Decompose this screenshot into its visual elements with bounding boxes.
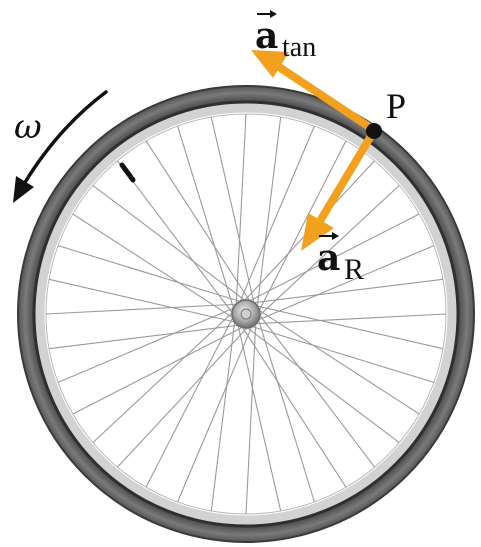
spoke bbox=[246, 324, 435, 383]
spoke bbox=[145, 140, 253, 306]
a-tan-subscript: tan bbox=[282, 32, 316, 63]
spoke bbox=[256, 310, 376, 468]
spoke bbox=[177, 125, 236, 314]
spoke bbox=[253, 245, 435, 323]
a-r-subscript: R bbox=[344, 253, 364, 286]
a-tan-symbol: a bbox=[255, 15, 278, 57]
point-p bbox=[366, 123, 382, 139]
spoke bbox=[235, 113, 247, 310]
a-tan-vector-arrowhead bbox=[270, 10, 277, 18]
spoke bbox=[210, 116, 256, 308]
spoke bbox=[248, 278, 444, 304]
a-tan-label: a tan bbox=[255, 10, 316, 63]
spoke bbox=[256, 116, 282, 312]
spoke bbox=[116, 323, 252, 468]
spoke bbox=[72, 324, 248, 415]
spokes bbox=[45, 113, 447, 515]
spoke bbox=[145, 312, 236, 488]
tire-inner-edge bbox=[32, 100, 460, 528]
spoke bbox=[48, 324, 244, 350]
spoke bbox=[245, 318, 257, 515]
spoke bbox=[254, 307, 420, 415]
spoke bbox=[48, 278, 240, 324]
spoke bbox=[250, 313, 447, 325]
spoke bbox=[116, 160, 236, 318]
rotation-arrow bbox=[22, 90, 108, 186]
spoke bbox=[244, 213, 420, 304]
radial-acceleration-arrowhead bbox=[301, 213, 334, 251]
spoke bbox=[252, 304, 444, 350]
spoke bbox=[242, 324, 400, 444]
spoke bbox=[92, 308, 237, 444]
radial-acceleration-arrow bbox=[316, 127, 378, 225]
spoke bbox=[256, 314, 315, 503]
spoke bbox=[236, 320, 282, 512]
a-r-symbol: a bbox=[317, 237, 340, 279]
a-r-label: a R bbox=[317, 232, 364, 286]
omega-label: ω bbox=[14, 107, 42, 147]
rotation-arrowhead bbox=[13, 176, 34, 203]
spoke bbox=[92, 184, 250, 304]
tangential-acceleration-arrow bbox=[275, 63, 378, 134]
valve-stem bbox=[119, 162, 136, 183]
tangential-acceleration-arrowhead bbox=[251, 50, 289, 78]
spoke bbox=[255, 184, 400, 320]
point-p-label: P bbox=[386, 86, 406, 126]
spoke bbox=[210, 316, 236, 512]
hub-center bbox=[240, 308, 252, 320]
spoke bbox=[256, 140, 347, 316]
spoke bbox=[177, 321, 255, 503]
spoke bbox=[72, 213, 238, 321]
a-r-vector-arrowhead bbox=[332, 232, 339, 240]
spoke bbox=[237, 125, 315, 307]
spoke bbox=[239, 322, 347, 488]
spoke bbox=[57, 245, 246, 304]
spoke bbox=[45, 303, 242, 315]
spoke bbox=[57, 305, 239, 383]
